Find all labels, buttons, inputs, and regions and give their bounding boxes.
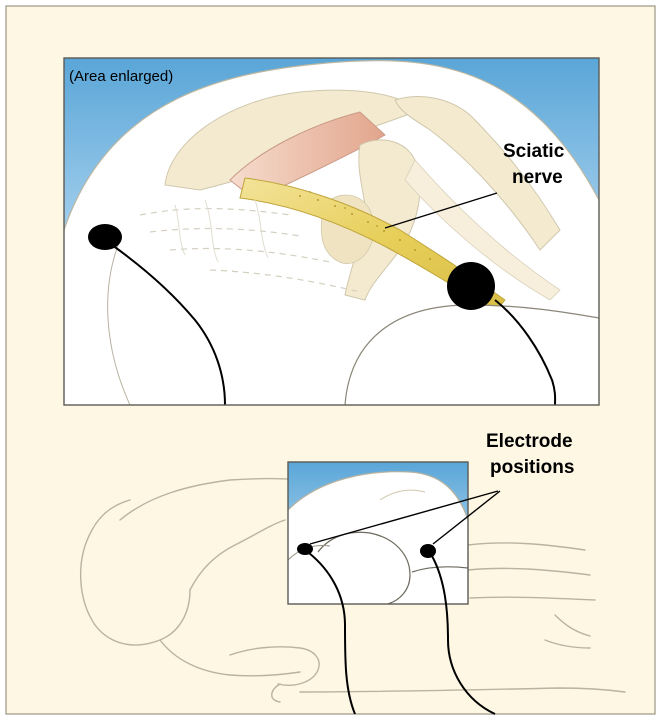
- electrode-label-line1: Electrode: [486, 431, 573, 452]
- enlarged-view-panel: (Area enlarged) Sciatic nerve: [64, 58, 599, 405]
- electrode-label-line2: positions: [490, 457, 574, 478]
- electrode-left-enlarged: [88, 224, 122, 250]
- electrode-right-body: [420, 544, 436, 558]
- electrode-right-enlarged: [447, 262, 495, 310]
- area-enlarged-caption: (Area enlarged): [69, 68, 173, 85]
- sciatic-label-line1: Sciatic: [503, 141, 565, 162]
- sciatic-label-line2: nerve: [512, 167, 563, 188]
